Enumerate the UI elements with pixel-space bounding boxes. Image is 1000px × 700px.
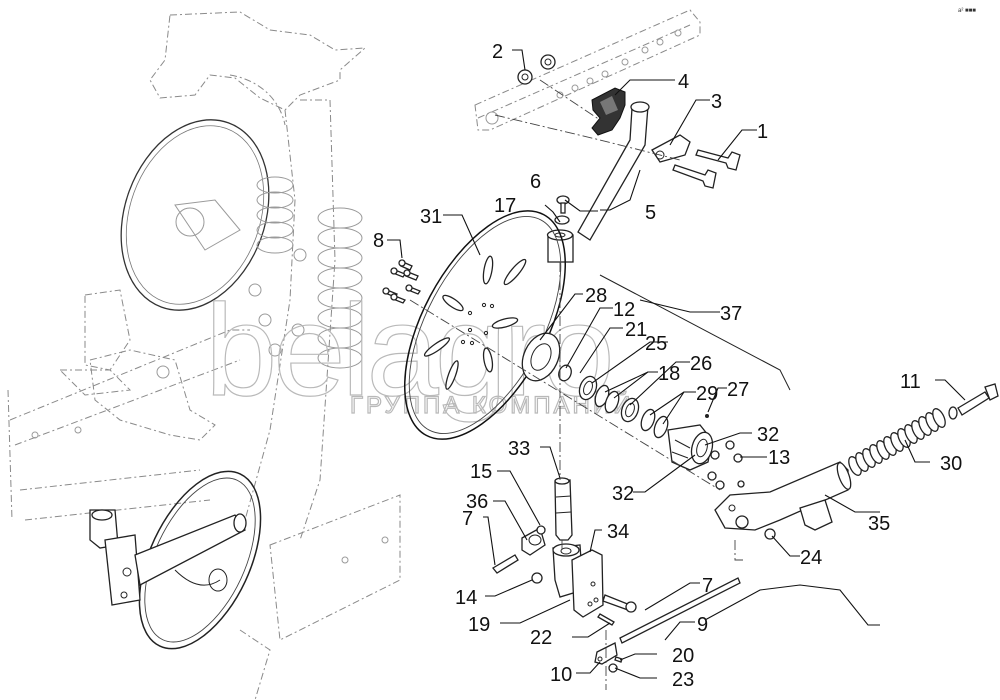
part-27-grease-nipple [705,414,709,418]
callout-13: 13 [768,447,790,469]
part-11-bolt [948,383,999,420]
callout-19: 19 [468,614,490,636]
ghost-spring-left [256,176,294,254]
callout-22: 22 [530,627,552,649]
part-2-nuts [517,54,556,85]
callout-29: 29 [696,383,718,405]
part-17-washer [554,215,570,225]
part-4-bracket [591,87,626,136]
callout-37: 37 [720,303,742,325]
corner-mark: a² ■■■ [958,8,976,14]
callout-labels: 1 2 3 4 5 6 7 7 8 9 10 11 12 13 14 15 17… [373,41,962,691]
callout-28: 28 [585,285,607,307]
part-13-nuts [707,440,745,490]
callout-18: 18 [658,363,680,385]
callout-32a: 32 [757,424,779,446]
part-35-lever [714,461,852,531]
callout-11: 11 [900,371,921,393]
part-33-pin [554,477,573,541]
callout-5: 5 [645,202,656,224]
part-22-pin [597,613,615,626]
callout-14: 14 [455,587,477,609]
callout-32b: 32 [612,483,634,505]
part-28-flange [521,332,561,382]
assembly-centerlines [409,79,791,690]
part-6-screw [556,195,570,214]
callout-25: 25 [645,333,667,355]
callout-8: 8 [373,230,384,252]
callout-1: 1 [757,121,768,143]
callout-12: 12 [613,299,635,321]
background-frame-assembly [7,11,401,700]
callout-33: 33 [508,438,530,460]
callout-35: 35 [868,513,890,535]
part-34-block [552,543,604,618]
lower-disc-assembled [138,470,262,650]
callout-7a: 7 [462,508,473,530]
ghost-spring-right [317,207,363,369]
hitch-beam [474,9,701,131]
part-7-bolts [492,554,637,613]
callout-9: 9 [697,614,708,636]
part-15-screw [536,525,546,535]
callout-24: 24 [800,547,822,569]
callout-31: 31 [420,206,442,228]
part-9-rod [619,577,741,644]
leader-lines [387,49,966,679]
callout-34: 34 [607,521,629,543]
part-23-sleeve [608,663,618,673]
callout-21: 21 [625,319,647,341]
callout-6: 6 [530,171,541,193]
part-20-pin [614,656,623,663]
part-5-arm [577,101,650,241]
callout-4: 4 [678,71,689,93]
part-30-spring [848,408,946,476]
callout-20: 20 [672,645,694,667]
watermark: belagro ГРУППА КОМПАНИЙ [204,276,631,423]
callout-30: 30 [940,453,962,475]
callout-10: 10 [550,664,572,686]
upper-disc-ghost [120,119,270,311]
part-14-nut [531,572,543,584]
callout-26: 26 [690,353,712,375]
callout-36: 36 [466,491,488,513]
part-8-screws [382,259,421,304]
callout-7b: 7 [702,575,713,597]
callout-23: 23 [672,669,694,691]
callout-2: 2 [492,41,503,63]
callout-27: 27 [727,379,749,401]
part-32-hub [667,424,714,471]
callout-3: 3 [711,91,722,113]
callout-17: 17 [494,195,516,217]
callout-15: 15 [470,461,492,483]
